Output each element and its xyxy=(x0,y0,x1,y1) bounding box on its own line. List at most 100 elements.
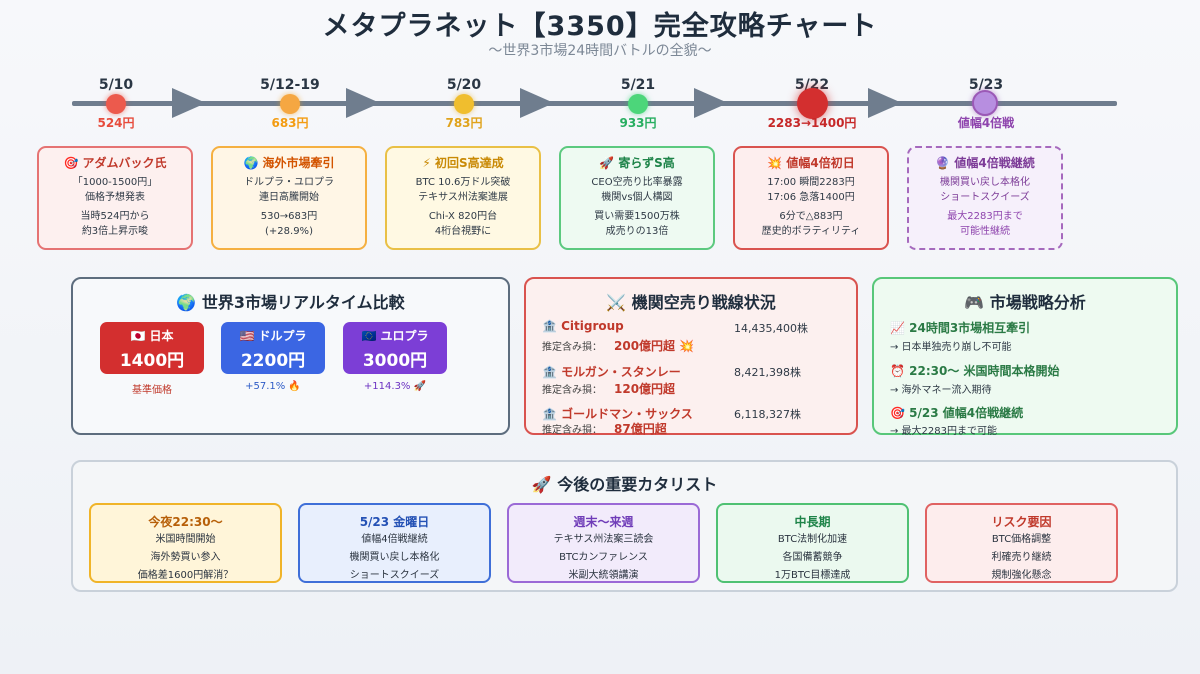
market-price: 3000円 xyxy=(362,351,428,371)
event-line: ショートスクイーズ xyxy=(940,192,1030,203)
page-subtitle: 〜世界3市場24時間バトルの全貌〜 xyxy=(488,43,712,59)
bank-name: 🏦 モルガン・スタンレー xyxy=(542,365,681,379)
timeline-marker xyxy=(972,90,998,116)
catalyst-card: 今夜22:30〜 米国時間開始 海外勢買い参入 価格差1600円解消？ xyxy=(89,503,282,583)
catalyst-line: 利確売り継続 xyxy=(991,552,1052,563)
bank-loss-row: 推定含み損：87億円超 xyxy=(542,420,667,437)
strategy-title: 🎮 市場戦略分析 xyxy=(964,293,1086,312)
bank-loss: 87億円超 xyxy=(614,422,667,436)
event-line: ドルプラ・ユロプラ xyxy=(244,177,334,188)
catalyst-card: リスク要因 BTC価格調整 利確売り継続 規制強化懸念 xyxy=(925,503,1118,583)
bank-shares: 14,435,400株 xyxy=(734,322,808,335)
timeline-marker-major xyxy=(797,88,828,119)
strategy-heading: 🎯 5/23 値幅4倍戦継続 xyxy=(890,406,1024,420)
event-card: 🚀 寄らずS高 CEO空売り比率暴露機関vs個人構図 買い需要1500万株成売り… xyxy=(559,146,715,250)
strategy-detail: → 日本単独売り崩し不可能 xyxy=(890,342,1012,353)
event-line: 最大2283円まで xyxy=(947,211,1023,222)
timeline-date: 5/21 xyxy=(620,77,656,93)
markets-title: 🌍 世界3市場リアルタイム比較 xyxy=(176,293,405,312)
timeline-marker xyxy=(628,94,648,114)
catalyst-heading: 5/23 金曜日 xyxy=(359,515,430,529)
bank-loss-row: 推定含み損： 120億円超 xyxy=(542,380,675,397)
market-note: +57.1% 🔥 xyxy=(245,381,301,392)
catalyst-card: 中長期 BTC法制化加速 各国備蓄競争 1万BTC目標達成 xyxy=(716,503,909,583)
catalyst-line: テキサス州法案三読会 xyxy=(553,534,654,545)
timeline-line xyxy=(72,101,1117,106)
page-title: メタプラネット【3350】完全攻略チャート xyxy=(322,11,878,42)
strategy-heading: 📈 24時間3市場相互牽引 xyxy=(890,321,1031,335)
timeline-price: 値幅4倍戦 xyxy=(957,116,1015,130)
market-note: 基準価格 xyxy=(132,385,172,396)
catalyst-line: 海外勢買い参入 xyxy=(150,552,221,563)
timeline-marker xyxy=(280,94,300,114)
catalyst-line: 価格差1600円解消？ xyxy=(137,570,234,581)
event-line: 機関vs個人構図 xyxy=(601,192,673,203)
event-line: 17:00 瞬間2283円 xyxy=(767,177,855,188)
timeline-date: 5/22 xyxy=(794,77,830,93)
market-card-eur: 🇪🇺 ユロプラ 3000円 xyxy=(343,322,447,374)
event-line: 17:06 急落1400円 xyxy=(767,192,855,203)
short-selling-panel: ⚔️ 機関空売り戦線状況 🏦 Citigroup 14,435,400株 推定含… xyxy=(524,277,858,437)
catalyst-line: BTC法制化加速 xyxy=(777,534,848,545)
timeline-arrow-icon xyxy=(694,88,728,118)
event-card: 🌍 海外市場牽引 ドルプラ・ユロプラ連日高騰開始 530→683円(+28.9%… xyxy=(211,146,367,250)
event-card: 🎯 アダムバック氏 「1000-1500円」価格予想発表 当時524円から約3倍… xyxy=(37,146,193,250)
event-line: (+28.9%) xyxy=(265,226,313,237)
timeline-price: 524円 xyxy=(97,116,135,130)
timeline-arrow-icon xyxy=(868,88,902,118)
bank-name: 🏦 Citigroup xyxy=(542,319,624,333)
event-line: テキサス州法案進展 xyxy=(418,192,508,203)
catalyst-heading: 今夜22:30〜 xyxy=(148,515,223,529)
market-note: +114.3% 🚀 xyxy=(363,381,427,392)
event-card: 🔮 値幅4倍戦継続 機関買い戻し本格化ショートスクイーズ 最大2283円まで可能… xyxy=(907,146,1063,250)
event-line: BTC 10.6万ドル突破 xyxy=(415,177,511,188)
loss-label: 推定含み損： xyxy=(542,342,602,353)
loss-label: 推定含み損： xyxy=(542,385,602,396)
bank-shares: 8,421,398株 xyxy=(734,366,801,379)
strategy-detail: → 最大2283円まで可能 xyxy=(890,426,998,437)
catalyst-heading: 中長期 xyxy=(794,515,831,529)
event-line: 「1000-1500円」 xyxy=(72,177,158,188)
timeline-price: 933円 xyxy=(619,116,657,130)
catalyst-line: 規制強化懸念 xyxy=(991,570,1052,581)
timeline-price: 683円 xyxy=(271,116,309,130)
catalyst-card: 5/23 金曜日 値幅4倍戦継続 機関買い戻し本格化 ショートスクイーズ xyxy=(298,503,491,583)
catalyst-line: 米副大統領講演 xyxy=(568,570,639,581)
catalyst-line: ショートスクイーズ xyxy=(349,570,440,581)
markets-panel: 🌍 世界3市場リアルタイム比較 🇯🇵 日本 1400円 🇺🇸 ドルプラ 2200… xyxy=(71,277,510,435)
strategy-detail: → 海外マネー流入期待 xyxy=(890,385,992,396)
timeline-date: 5/23 xyxy=(968,77,1004,93)
event-title: ⚡ 初回S高達成 xyxy=(422,156,504,170)
catalyst-heading: リスク要因 xyxy=(991,515,1052,529)
event-line: 4桁台視野に xyxy=(434,226,492,237)
market-label: 🇪🇺 ユロプラ xyxy=(361,329,429,343)
timeline-arrow-icon xyxy=(172,88,206,118)
market-label: 🇺🇸 ドルプラ xyxy=(239,329,307,343)
event-title: 🚀 寄らずS高 xyxy=(599,156,675,170)
event-title: 🌍 海外市場牽引 xyxy=(243,156,335,170)
timeline-marker xyxy=(454,94,474,114)
event-title: 🎯 アダムバック氏 xyxy=(63,156,167,170)
catalyst-line: 各国備蓄競争 xyxy=(782,552,843,563)
event-line: 買い需要1500万株 xyxy=(594,211,680,222)
event-line: 530→683円 xyxy=(260,211,318,222)
timeline-price: 783円 xyxy=(445,116,483,130)
timeline-date: 5/12-19 xyxy=(260,77,320,93)
catalyst-line: 機関買い戻し本格化 xyxy=(349,552,440,563)
bank-loss: 120億円超 xyxy=(614,382,676,396)
bank-loss: 200億円超 💥 xyxy=(614,339,695,353)
catalyst-line: 米国時間開始 xyxy=(155,534,216,545)
timeline-arrow-icon xyxy=(520,88,554,118)
catalyst-line: BTCカンファレンス xyxy=(559,552,648,563)
bank-shares: 6,118,327株 xyxy=(734,408,801,421)
event-line: 当時524円から xyxy=(80,211,150,222)
market-price: 1400円 xyxy=(119,351,185,371)
bank-loss-row: 推定含み損： 200億円超 💥 xyxy=(542,337,694,354)
timeline-date: 5/10 xyxy=(98,77,134,93)
event-line: 約3倍上昇示唆 xyxy=(81,226,149,237)
event-line: 価格予想発表 xyxy=(85,192,145,203)
market-card-usd: 🇺🇸 ドルプラ 2200円 xyxy=(221,322,325,374)
event-title: 🔮 値幅4倍戦継続 xyxy=(935,156,1035,170)
timeline-date: 5/20 xyxy=(446,77,482,93)
